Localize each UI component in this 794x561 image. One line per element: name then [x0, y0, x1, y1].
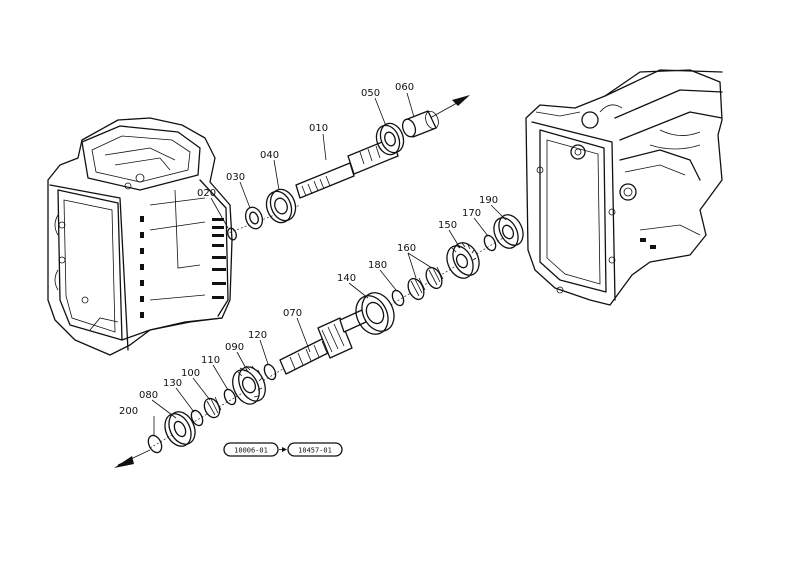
upper-shaft-assembly: [225, 95, 470, 241]
part-170-circlip: [483, 234, 497, 252]
label-part-020: 020: [197, 188, 216, 199]
part-130-collar: [190, 409, 204, 427]
serial-arrow-icon: [282, 447, 287, 452]
label-part-050: 050: [361, 88, 380, 99]
part-020-circlip: [227, 227, 237, 241]
label-part-090: 090: [225, 342, 244, 353]
serial-to-text: 10457-01: [298, 447, 332, 455]
part-090-gear: [232, 365, 266, 405]
label-part-180: 180: [368, 260, 387, 271]
right-transmission-case: [525, 69, 723, 306]
part-060-sleeve: [401, 110, 439, 138]
part-120-circlip: [263, 363, 277, 381]
part-140-bearing: [355, 292, 395, 335]
label-part-030: 030: [226, 172, 245, 183]
label-part-140: 140: [337, 273, 356, 284]
part-160-needle-bearings: [407, 266, 444, 301]
part-150-gear: [446, 242, 480, 279]
lower-direction-arrow: [114, 456, 134, 468]
part-190-bearing: [493, 214, 524, 249]
part-050-bearing: [375, 122, 405, 156]
label-part-120: 120: [248, 330, 267, 341]
part-200-circlip: [147, 434, 163, 454]
label-part-060: 060: [395, 82, 414, 93]
left-transmission-case: [47, 117, 233, 356]
label-part-170: 170: [462, 208, 481, 219]
label-part-010: 010: [309, 123, 328, 134]
serial-from-badge: [223, 442, 279, 457]
part-110-washer: [223, 388, 237, 406]
part-100-needle-bearing: [203, 396, 222, 419]
part-040-bearing: [265, 188, 297, 224]
label-part-190: 190: [479, 195, 498, 206]
part-180-washer: [391, 289, 405, 307]
part-030-bearing: [244, 206, 264, 230]
label-part-160: 160: [397, 243, 416, 254]
serial-range-reference: 10006-01 10457-01: [223, 442, 343, 457]
part-labels: 010 020 030 040 050 060 070 080 090 100 …: [119, 82, 498, 417]
upper-direction-arrow: [452, 95, 470, 106]
leader-lines: [151, 92, 507, 436]
label-part-100: 100: [181, 368, 200, 379]
part-010-shaft: [295, 137, 399, 199]
lower-shaft-assembly: [114, 214, 524, 468]
serial-to-badge: [287, 442, 343, 457]
label-part-110: 110: [201, 355, 220, 366]
label-part-130: 130: [163, 378, 182, 389]
label-part-080: 080: [139, 390, 158, 401]
part-080-bearing: [164, 411, 196, 447]
label-part-040: 040: [260, 150, 279, 161]
label-part-150: 150: [438, 220, 457, 231]
label-part-200: 200: [119, 406, 138, 417]
serial-from-text: 10006-01: [234, 447, 268, 455]
part-070-shaft: [279, 309, 367, 375]
label-part-070: 070: [283, 308, 302, 319]
